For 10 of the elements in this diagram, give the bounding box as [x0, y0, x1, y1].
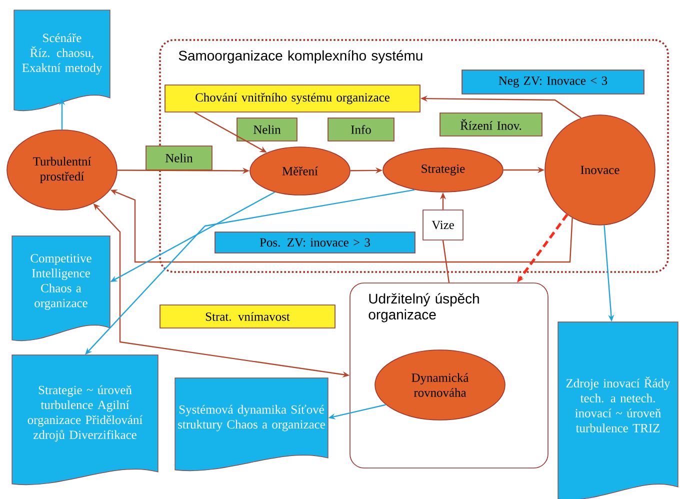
label-box: Chování vnitřního systému organizace — [164, 84, 420, 112]
label-box: Řízení Inov. — [440, 112, 542, 136]
label-box: Strat. vnímavost — [160, 304, 336, 328]
label-box: Nelin — [236, 118, 298, 142]
label-box: Nelin — [146, 146, 212, 170]
label-box: Info — [328, 118, 394, 142]
connector-line — [442, 240, 450, 283]
label-box: Pos. ZV: inovace > 3 — [214, 232, 416, 254]
label-box: Neg ZV: Inovace < 3 — [462, 70, 644, 94]
label-box: Vize — [422, 210, 464, 240]
